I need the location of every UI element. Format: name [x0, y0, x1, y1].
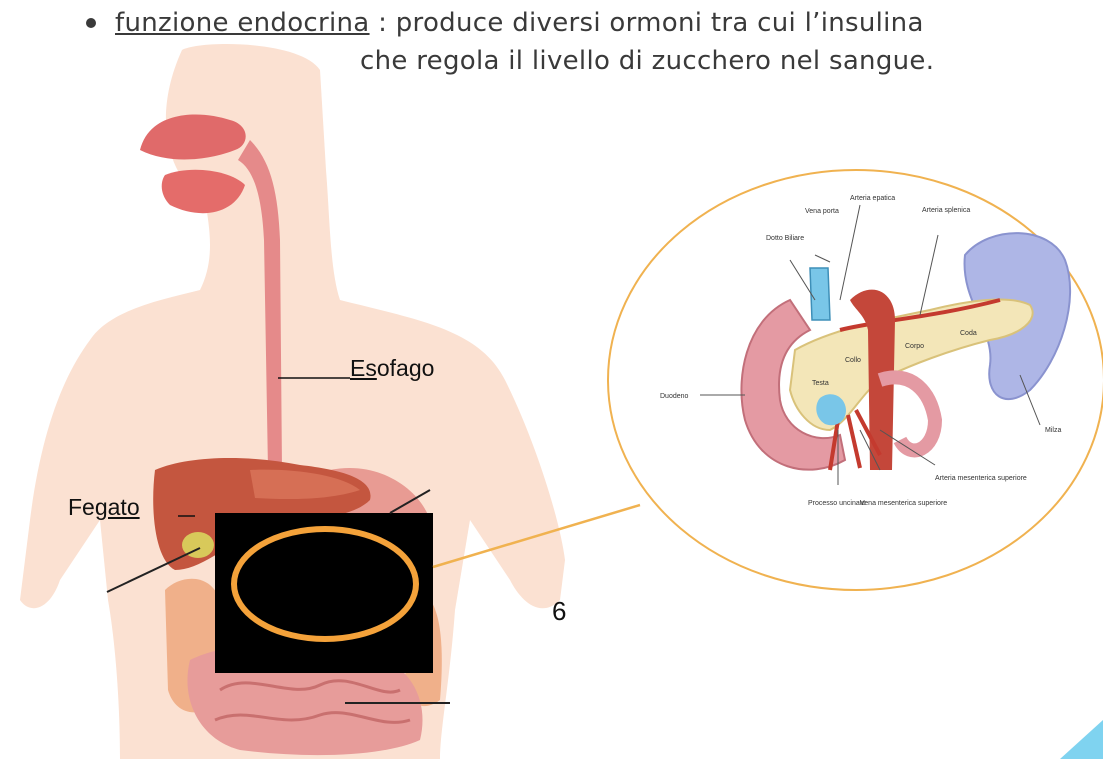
- label-vena-porta: Vena porta: [805, 208, 839, 215]
- label-collo: Collo: [845, 357, 861, 364]
- label-vena-mesenterica: Vena mesenterica superiore: [860, 500, 947, 507]
- label-arteria-epatica: Arteria epatica: [850, 195, 895, 202]
- label-fegato: Fegato: [68, 494, 140, 521]
- label-corpo: Corpo: [905, 343, 924, 350]
- bullet-dot: [86, 18, 96, 28]
- label-dotto-biliare: Dotto Biliare: [766, 235, 804, 242]
- label-arteria-mesenterica: Arteria mesenterica superiore: [935, 475, 1027, 482]
- corner-accent: [1060, 720, 1103, 759]
- label-esofago: Esofago: [350, 355, 434, 382]
- bullet-line-2: che regola il livello di zucchero nel sa…: [360, 45, 934, 77]
- label-testa: Testa: [812, 380, 829, 387]
- hidden-pancreas-mask: [215, 513, 433, 673]
- bullet-line-1-rest: : produce diversi ormoni tra cui l’insul…: [370, 8, 924, 38]
- vena-porta: [810, 268, 830, 320]
- label-processo-uncinato: Processo uncinato: [808, 500, 866, 507]
- label-coda: Coda: [960, 330, 977, 337]
- label-milza: Milza: [1045, 427, 1061, 434]
- label-duodeno: Duodeno: [660, 393, 689, 400]
- bullet-line-1: funzione endocrina : produce diversi orm…: [115, 7, 924, 39]
- label-arteria-splenica: Arteria splenica: [922, 207, 970, 214]
- term-funzione-endocrina: funzione endocrina: [115, 8, 370, 38]
- page-number: 6: [552, 596, 566, 627]
